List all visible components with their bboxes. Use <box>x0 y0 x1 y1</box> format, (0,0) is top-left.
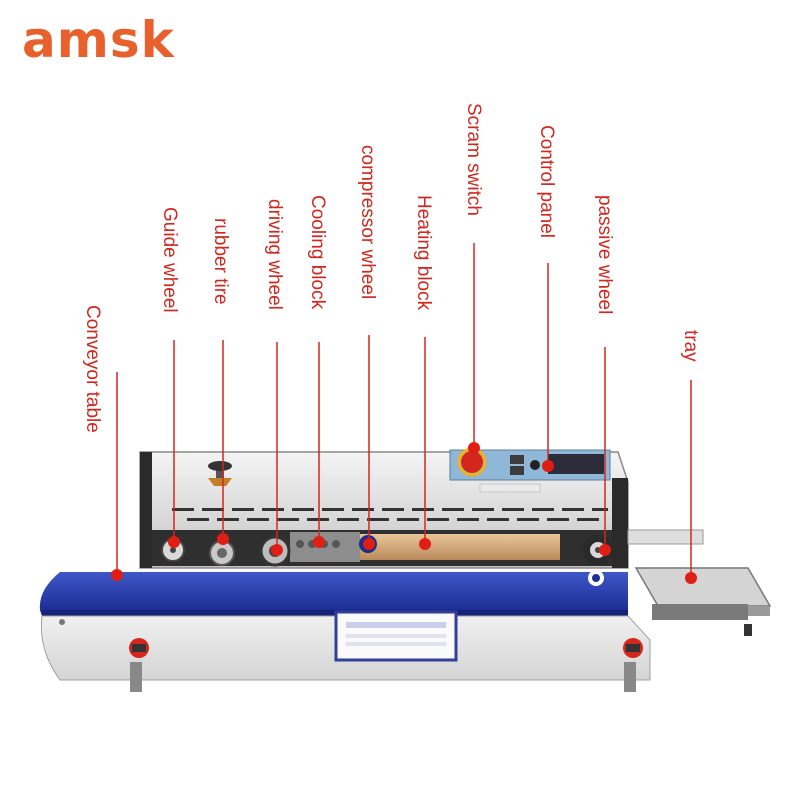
mechanism-strip <box>152 529 704 567</box>
label-rubber-tire: rubber tire <box>210 218 231 305</box>
label-tray: tray <box>680 330 701 362</box>
label-control-panel: Control panel <box>536 125 557 239</box>
label-guide-wheel: Guide wheel <box>159 207 180 313</box>
base-frame <box>40 610 651 692</box>
callout-lines <box>116 243 692 576</box>
conveyor-belt <box>39 570 629 616</box>
callout-dots <box>111 442 697 584</box>
label-passive-wheel: passive wheel <box>594 195 615 315</box>
brand-logo: amsk <box>22 11 175 69</box>
label-compressor-wheel: compressor wheel <box>357 145 378 300</box>
label-heating-block: Heating block <box>413 195 434 311</box>
label-cooling-block: Cooling block <box>307 195 328 310</box>
label-scram-switch: Scram switch <box>463 103 484 216</box>
tray <box>634 567 772 636</box>
label-driving-wheel: driving wheel <box>264 199 285 310</box>
label-conveyor-table: Conveyor table <box>82 305 103 433</box>
